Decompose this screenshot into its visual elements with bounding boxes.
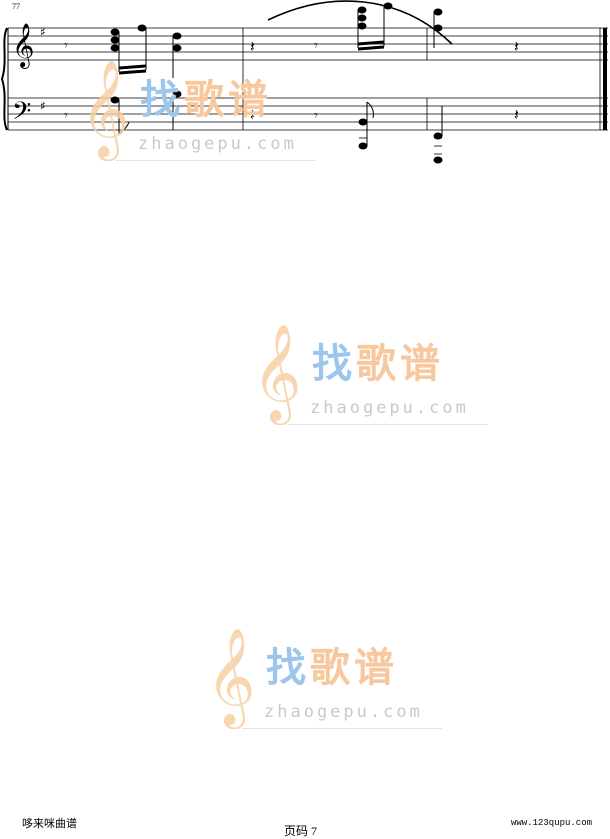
eighth-rest-icon: 𝄾 bbox=[64, 108, 68, 124]
eighth-rest-icon: 𝄾 bbox=[64, 38, 68, 54]
bass-note-eighth bbox=[110, 96, 130, 135]
bass-staff-lines bbox=[8, 97, 608, 131]
quarter-rest-icon: 𝄽 bbox=[250, 105, 255, 124]
footer-source-label: 哆来咪曲谱 bbox=[22, 818, 77, 830]
measure-number: 77 bbox=[12, 2, 20, 11]
sharp-icon: ♯ bbox=[40, 25, 46, 39]
treble-staff-lines bbox=[8, 27, 608, 61]
watermark: 𝄞 找歌谱 zhaogepu.com bbox=[80, 66, 320, 172]
watermark-url: zhaogepu.com bbox=[138, 134, 297, 154]
treble-clef-watermark-icon: 𝄞 bbox=[206, 627, 256, 725]
music-score: 𝄞 𝄢 ♯ ♯ 𝄾 𝄾 𝄽 𝄾 bbox=[0, 0, 608, 164]
watermark-title: 找歌谱 bbox=[312, 341, 444, 387]
watermark: 𝄞 找歌谱 zhaogepu.com bbox=[206, 634, 446, 740]
watermark-title: 找歌谱 bbox=[140, 77, 272, 123]
sharp-icon: ♯ bbox=[40, 99, 46, 113]
watermark-title: 找歌谱 bbox=[266, 645, 398, 691]
bass-clef-icon: 𝄢 bbox=[12, 97, 31, 132]
watermark-rule bbox=[116, 160, 316, 161]
treble-clef-watermark-icon: 𝄞 bbox=[252, 323, 302, 421]
quarter-rest-icon: 𝄽 bbox=[514, 37, 519, 56]
page-number: 页码 7 bbox=[284, 824, 318, 838]
brace-icon bbox=[0, 27, 8, 131]
bass-note-quarter bbox=[172, 90, 182, 130]
treble-clef-icon: 𝄞 bbox=[12, 23, 34, 69]
footer-url: www.123qupu.com bbox=[510, 818, 592, 828]
watermark-url: zhaogepu.com bbox=[310, 398, 469, 418]
final-bar-thick bbox=[603, 28, 607, 130]
watermark-rule bbox=[288, 424, 488, 425]
eighth-rest-icon: 𝄾 bbox=[314, 38, 318, 54]
quarter-rest-icon: 𝄽 bbox=[250, 37, 255, 56]
chord-quarter bbox=[433, 8, 443, 48]
bass-octave-quarter bbox=[433, 106, 443, 164]
quarter-rest-icon: 𝄽 bbox=[514, 105, 519, 124]
treble-clef-watermark-icon: 𝄞 bbox=[80, 59, 130, 157]
watermark-url: zhaogepu.com bbox=[264, 702, 423, 722]
slur-icon bbox=[267, 0, 453, 45]
watermark-rule bbox=[242, 728, 442, 729]
watermark: 𝄞 找歌谱 zhaogepu.com bbox=[252, 330, 492, 436]
chord-quarter bbox=[172, 32, 182, 78]
bass-octave-eighth bbox=[358, 101, 374, 150]
chord-sixteenth bbox=[357, 2, 393, 51]
eighth-rest-icon: 𝄾 bbox=[314, 108, 318, 124]
chord-sixteenth bbox=[110, 24, 147, 75]
